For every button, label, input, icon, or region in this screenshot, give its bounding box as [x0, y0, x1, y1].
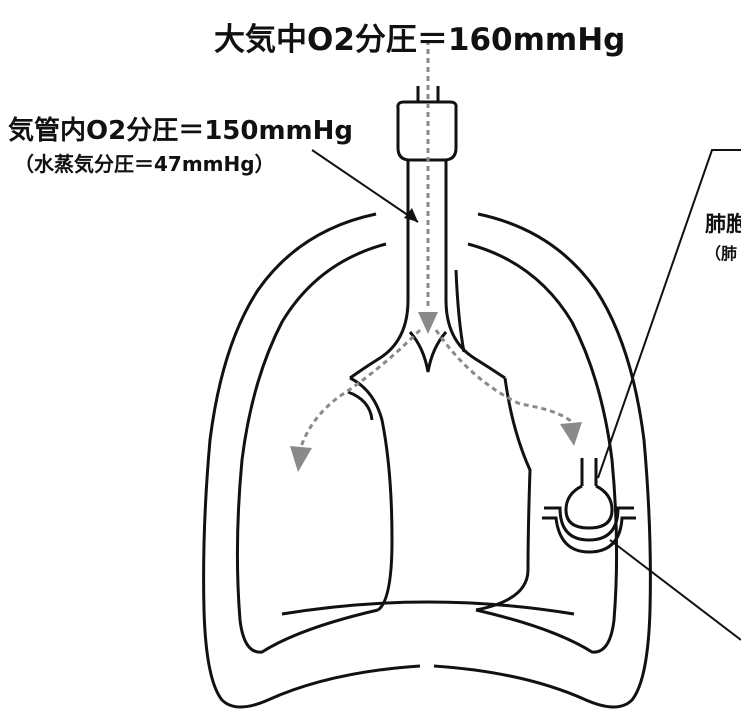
- left-lung: [204, 214, 420, 707]
- arrowhead-right-icon: [560, 422, 582, 446]
- atmosphere-po2-label: 大気中O2分圧＝160mmHg: [214, 14, 625, 59]
- alveolar-sub-label-partial: （肺: [705, 240, 737, 264]
- leader-lines: [312, 150, 741, 640]
- alveolar-label-partial: 肺胞: [705, 208, 741, 238]
- trachea-po2-label: 気管内O2分圧＝150mmHg: [8, 110, 353, 147]
- right-lung: [434, 214, 650, 707]
- diaphragm: [282, 602, 574, 614]
- arrowhead-left-icon: [290, 446, 312, 472]
- arrowheads: [290, 312, 582, 472]
- alveolus-icon: [542, 458, 636, 552]
- water-vapor-label: （水蒸気分圧＝47mmHg）: [14, 148, 275, 177]
